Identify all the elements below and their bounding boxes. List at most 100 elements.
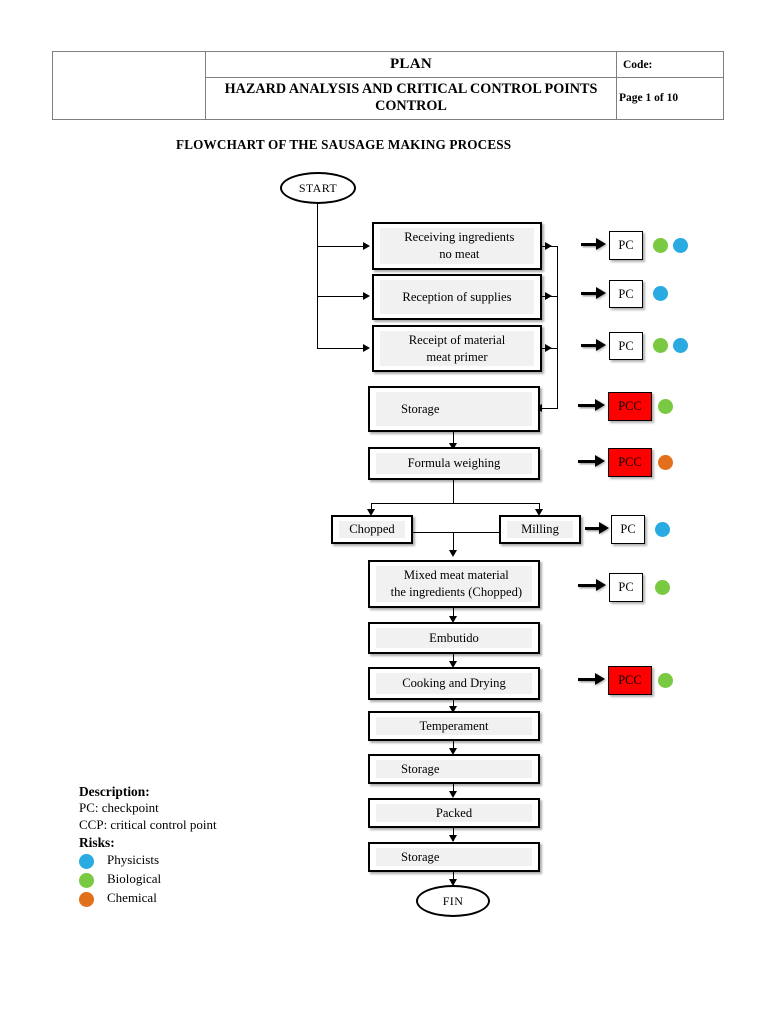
connector-weighing-down — [453, 480, 455, 504]
connector-branch-receiving — [317, 246, 367, 248]
control-point-cooking-label: PCC — [618, 673, 642, 687]
arrowhead-fin-in — [448, 879, 457, 886]
control-arrow-storage1 — [578, 398, 605, 411]
legend-risk-row-biological: Biological — [79, 871, 217, 890]
risk-dot-physical-icon — [673, 338, 688, 353]
arrowhead-reception — [363, 291, 370, 300]
arrowhead-chopped-in — [366, 509, 375, 516]
control-point-mixed: PC — [609, 573, 643, 602]
flow-node-mixed: Mixed meat material the ingredients (Cho… — [368, 560, 540, 608]
control-point-reception-label: PC — [618, 286, 634, 301]
control-arrow-receiving — [581, 237, 606, 250]
connector-mixed-embutido — [453, 608, 455, 620]
flow-node-mixed-line2: the ingredients (Chopped) — [390, 585, 523, 599]
legend-risk-label-biological: Biological — [107, 870, 162, 886]
legend: Description: PC: checkpoint CCP: critica… — [79, 783, 217, 909]
control-point-milling: PC — [611, 515, 645, 544]
connector-split-rail — [371, 503, 540, 505]
connector-embutido-cooking — [453, 654, 455, 665]
risk-dot-biological-icon — [655, 580, 670, 595]
risk-dot-physical-icon — [655, 522, 670, 537]
flow-node-storage3-label: Storage — [400, 849, 440, 864]
connector-temperament-storage2 — [453, 741, 455, 753]
flow-node-receiving-line1: Receiving ingredients — [404, 230, 515, 244]
flow-node-weighing-label: Formula weighing — [407, 456, 501, 470]
header-logo-cell — [52, 51, 206, 120]
connector-collector-rail — [557, 246, 559, 409]
flow-node-chopped: Chopped — [331, 515, 413, 544]
document-header-table: PLAN Code: HAZARD ANALYSIS AND CRITICAL … — [52, 51, 724, 120]
flow-node-packed: Packed — [368, 798, 540, 828]
flow-node-fin-label: FIN — [442, 893, 464, 908]
risk-swatch-biological-icon — [79, 872, 94, 888]
flow-node-start: START — [280, 172, 356, 204]
flow-node-fin: FIN — [416, 885, 490, 917]
header-plan-label: PLAN — [389, 56, 433, 72]
header-page-number: Page 1 of 10 — [619, 92, 679, 104]
flow-node-temperament-label: Temperament — [419, 718, 489, 733]
flow-node-milling-label: Milling — [521, 522, 559, 536]
legend-risk-row-physical: Physicists — [79, 852, 217, 871]
control-arrow-reception — [581, 286, 606, 299]
flow-node-reception: Reception of supplies — [372, 274, 542, 320]
header-code-label: Code: — [623, 58, 653, 71]
arrowhead-receipt — [363, 343, 370, 352]
control-arrow-receipt — [581, 338, 606, 351]
arrowhead-receipt-out — [545, 343, 552, 352]
legend-description-line-1: PC: checkpoint — [79, 800, 159, 816]
connector-cooking-temperament — [453, 700, 455, 711]
connector-split-right — [539, 503, 541, 513]
flow-node-receiving: Receiving ingredients no meat — [372, 222, 542, 270]
connector-start-stem — [317, 204, 319, 349]
connector-collector-into-storage — [537, 408, 558, 410]
flow-node-mixed-line1: Mixed meat material — [403, 568, 509, 582]
flow-node-storage1: Storage — [368, 386, 540, 432]
legend-risk-label-chemical: Chemical — [107, 889, 157, 905]
risk-dot-physical-icon — [653, 286, 668, 301]
risk-dot-biological-icon — [658, 673, 673, 688]
header-document-title: HAZARD ANALYSIS AND CRITICAL CONTROL POI… — [224, 81, 598, 114]
control-point-mixed-label: PC — [618, 580, 634, 594]
flow-node-embutido: Embutido — [368, 622, 540, 654]
arrowhead-mixed-in — [448, 550, 457, 557]
connector-branch-reception — [317, 296, 367, 298]
flow-node-receiving-line2: no meat — [439, 247, 480, 261]
flow-node-cooking: Cooking and Drying — [368, 667, 540, 700]
risk-dot-physical-icon — [673, 238, 688, 253]
control-arrow-cooking — [578, 672, 605, 685]
arrowhead-receiving-out — [545, 241, 552, 250]
flow-node-receipt-line1: Receipt of material — [408, 332, 506, 347]
control-point-storage1-label: PCC — [618, 399, 642, 413]
arrowhead-receiving — [363, 241, 370, 250]
control-point-receiving-label: PC — [618, 238, 634, 252]
flow-node-storage2-label: Storage — [400, 761, 440, 776]
connector-merge-rail — [413, 532, 499, 534]
flow-node-packed-label: Packed — [435, 805, 473, 820]
header-plan-cell: PLAN — [205, 51, 617, 78]
risk-dot-biological-icon — [658, 399, 673, 414]
flow-node-receipt-line2: meat primer — [426, 349, 488, 364]
legend-risks-heading: Risks: — [79, 835, 115, 851]
connector-branch-receipt — [317, 348, 367, 350]
control-point-receipt-label: PC — [618, 338, 634, 353]
flow-node-embutido-label: Embutido — [429, 630, 479, 645]
flow-node-reception-line1: Reception of supplies — [402, 289, 512, 304]
header-code-cell: Code: — [616, 51, 724, 78]
flowchart-title: FLOWCHART OF THE SAUSAGE MAKING PROCESS — [176, 137, 512, 152]
flow-node-storage3: Storage — [368, 842, 540, 872]
risk-swatch-chemical-icon — [79, 891, 94, 907]
legend-description-heading: Description: — [79, 784, 150, 799]
control-point-receipt: PC — [609, 332, 643, 360]
risk-dot-biological-icon — [653, 338, 668, 353]
connector-merge-down — [453, 532, 455, 554]
arrowhead-storage3-in — [448, 835, 457, 842]
connector-storage3-fin — [453, 872, 455, 885]
connector-packed-storage3 — [453, 828, 455, 841]
control-point-cooking: PCC — [608, 666, 652, 695]
connector-storage1-weighing — [453, 432, 455, 447]
risk-dot-chemical-icon — [658, 455, 673, 470]
header-title-cell: HAZARD ANALYSIS AND CRITICAL CONTROL POI… — [205, 77, 617, 120]
arrowhead-weighing-in — [448, 443, 457, 450]
risk-swatch-physical-icon — [79, 853, 94, 869]
flow-node-temperament: Temperament — [368, 711, 540, 741]
